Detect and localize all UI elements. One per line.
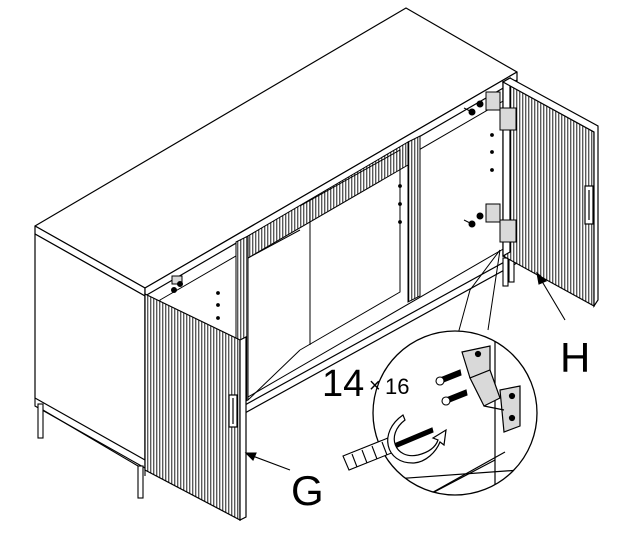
rotation-arrow-icon	[387, 414, 447, 464]
left-door-g	[144, 293, 247, 521]
screw-separator: ×	[369, 375, 381, 397]
right-door-h	[501, 76, 599, 308]
label-g: G	[291, 467, 324, 514]
screw-quantity-label: 14 × 16	[322, 363, 409, 405]
callout-lines	[454, 249, 501, 346]
screw-count: 14	[322, 363, 364, 405]
door-h-pointer	[536, 271, 566, 321]
screw-icon	[435, 369, 468, 406]
label-h: H	[560, 334, 590, 381]
hinge-detail-zoom	[342, 330, 538, 496]
hinge-icon	[463, 91, 517, 243]
door-g-pointer	[244, 452, 291, 471]
hinge-icon	[171, 275, 183, 293]
screw-length: 16	[385, 374, 409, 399]
